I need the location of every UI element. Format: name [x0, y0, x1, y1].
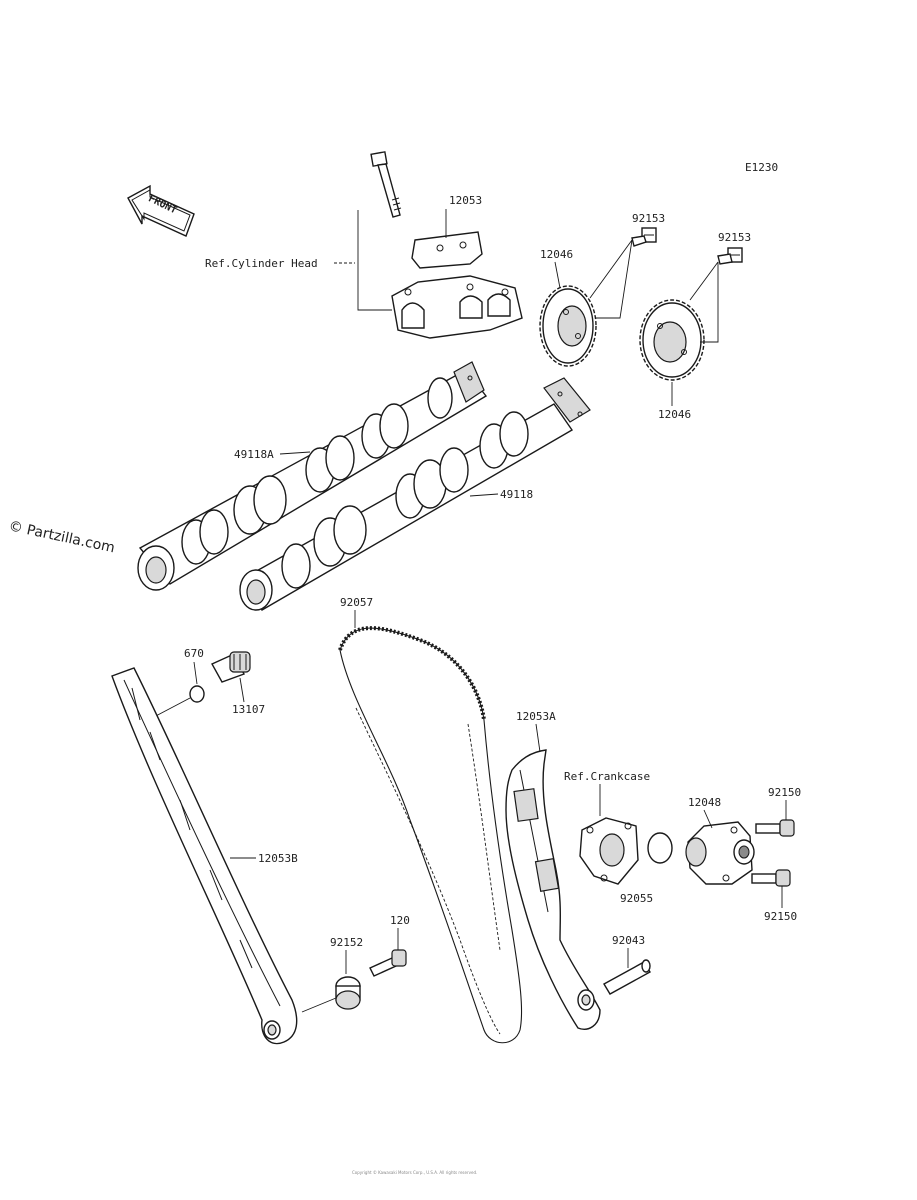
leader-line — [151, 661, 198, 719]
bolt-92150-lower[interactable] — [751, 869, 791, 887]
part-label-12053b: 12053B — [258, 852, 298, 865]
front-arrow-icon: FRONT — [127, 184, 195, 237]
leader-line — [535, 723, 541, 753]
leader-line — [554, 261, 561, 289]
leader-line — [469, 493, 499, 497]
bolt-92153-left[interactable] — [631, 227, 657, 247]
leader-line — [703, 809, 713, 829]
leader-line — [301, 950, 347, 1013]
leader-line — [279, 451, 311, 455]
ref-crankcase-label: Ref.Crankcase — [564, 770, 650, 783]
diagram-code: E1230 — [745, 161, 778, 174]
camshaft-49118[interactable] — [239, 377, 591, 611]
chain-guide-left[interactable] — [111, 667, 298, 1045]
ref-cylinder-head-label: Ref.Cylinder Head — [205, 257, 318, 270]
bolt-120[interactable] — [369, 949, 407, 977]
leader-line — [689, 261, 719, 343]
pin-92043[interactable] — [603, 959, 651, 995]
part-label-120: 120 — [390, 914, 410, 927]
chain-tensioner[interactable] — [685, 821, 755, 885]
part-label-92055: 92055 — [620, 892, 653, 905]
part-label-92153-left: 92153 — [632, 212, 665, 225]
cam-sprocket-right[interactable] — [639, 299, 705, 381]
pivot-bolt-13107[interactable] — [211, 651, 251, 683]
leader-line — [239, 677, 245, 703]
leader-line — [589, 239, 633, 319]
part-label-92153-right: 92153 — [718, 231, 751, 244]
part-label-49118a: 49118A — [234, 448, 274, 461]
oring-92055[interactable] — [647, 832, 673, 864]
camshaft-holder[interactable] — [370, 151, 523, 339]
partzilla-watermark: © Partzilla.com — [7, 518, 116, 556]
part-label-49118: 49118 — [500, 488, 533, 501]
footer-copyright: Copyright © Kawasaki Motors Corp., U.S.A… — [352, 1170, 477, 1175]
cam-chain[interactable] — [338, 626, 523, 1044]
part-label-12053: 12053 — [449, 194, 482, 207]
part-label-12053a: 12053A — [516, 710, 556, 723]
chain-guide-right[interactable] — [505, 749, 601, 1030]
part-label-670: 670 — [184, 647, 204, 660]
part-label-13107: 13107 — [232, 703, 265, 716]
part-label-12048: 12048 — [688, 796, 721, 809]
part-label-92150-upper: 92150 — [768, 786, 801, 799]
part-label-92043: 92043 — [612, 934, 645, 947]
part-label-92150-lower: 92150 — [764, 910, 797, 923]
cam-sprocket-left[interactable] — [539, 285, 597, 367]
part-label-12046-right: 12046 — [658, 408, 691, 421]
bolt-92150-upper[interactable] — [755, 819, 795, 837]
camshaft-49118a[interactable] — [137, 361, 488, 591]
oring-670[interactable] — [189, 685, 205, 703]
crankcase-housing — [579, 817, 639, 885]
ref-bracket-line — [357, 210, 392, 311]
part-label-92152: 92152 — [330, 936, 363, 949]
bolt-92153-right[interactable] — [717, 247, 743, 265]
part-label-12046-left: 12046 — [540, 248, 573, 261]
collar-92152[interactable] — [335, 976, 361, 1010]
part-label-92057: 92057 — [340, 596, 373, 609]
